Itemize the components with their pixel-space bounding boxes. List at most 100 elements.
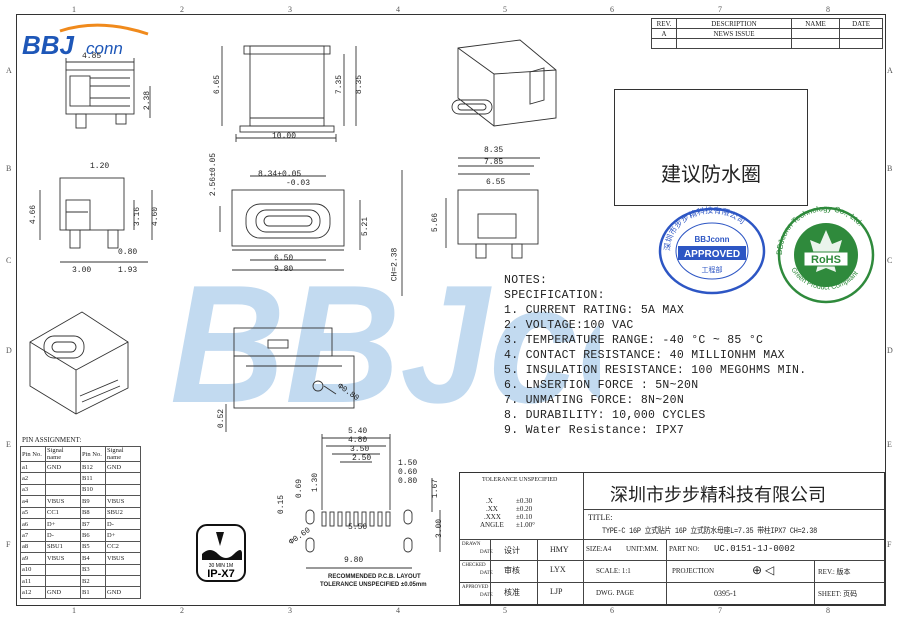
- dim-fp-1-30: 1.30: [311, 472, 321, 493]
- pin-signal: VBUS: [45, 552, 81, 565]
- dim-fp-9-80: 9.80: [344, 556, 364, 565]
- pin-number: B5: [80, 540, 106, 554]
- iso-view-top: [451, 39, 557, 127]
- approved-stamp-center: APPROVED: [684, 249, 740, 260]
- zone-col-7-top: 7: [718, 5, 722, 14]
- approved-label: APPROVED: [462, 585, 489, 590]
- dim-right-mid-5-66: 5.66: [431, 212, 441, 233]
- pin-number: a3: [20, 483, 46, 497]
- projection-icon: ⊕ ◁: [752, 563, 775, 577]
- bottom-view: [225, 327, 355, 432]
- pin-number: a9: [20, 552, 46, 565]
- pin-number: B9: [80, 495, 106, 508]
- pin-signal: D+: [45, 517, 81, 531]
- checked-date: DATE: [480, 571, 493, 576]
- pin-header: Signal name: [105, 446, 141, 462]
- zone-col-2-top: 2: [180, 5, 184, 14]
- dim-side-mid-4-66: 4.66: [29, 204, 39, 225]
- pin-signal: [105, 483, 141, 497]
- footprint-pads: [321, 511, 391, 527]
- side-view-mid: [39, 177, 153, 263]
- pin-signal: VBUS: [45, 495, 81, 508]
- pin-signal: [105, 472, 141, 485]
- checked-cn: 审核: [504, 566, 520, 575]
- sheet-label: SHEET: 页码: [818, 590, 858, 598]
- tol-angle: ANGLE: [480, 521, 504, 529]
- checked-label: CHECKED: [462, 563, 486, 568]
- pin-signal: [105, 574, 141, 588]
- dim-right-mid-6-55: 6.55: [486, 178, 506, 187]
- tol-x: .X: [486, 497, 493, 505]
- zone-row-a-left: A: [6, 66, 12, 75]
- zone-row-f-right: F: [887, 540, 892, 549]
- footprint-caption-1: RECOMMENDED P.C.B. LAYOUT: [328, 574, 421, 580]
- zone-col-7-bottom: 7: [718, 606, 722, 615]
- checked-by: LYX: [550, 565, 566, 574]
- pin-signal: [45, 563, 81, 576]
- approved-date: DATE: [480, 593, 493, 598]
- zone-row-f-left: F: [6, 540, 11, 549]
- spec-line: 1. CURRENT RATING: 5A MAX: [504, 304, 685, 317]
- waterproof-ring-box: 建议防水圈: [614, 89, 808, 206]
- dim-fp-0-80: 0.80: [398, 477, 418, 486]
- approved-stamp-brand: BBJconn: [694, 235, 729, 244]
- projection-label: PROJECTION: [672, 567, 715, 575]
- dim-side-mid-3-00: 3.00: [72, 266, 92, 275]
- dwg-no: 0395-1: [714, 589, 737, 598]
- pin-number: B1: [80, 586, 106, 599]
- ipx7-sub: 30 MIN 1M: [209, 563, 233, 569]
- spec-line: 2. VOLTAGE:100 VAC: [504, 319, 634, 332]
- dim-front-mid-6-50: 6.50: [274, 254, 294, 263]
- company-logo: BBJ conn: [22, 23, 149, 60]
- pin-signal: GND: [45, 460, 81, 474]
- part-no: UC.0151-1J-0002: [714, 544, 796, 554]
- dim-fp-0-60: 0.60: [398, 468, 418, 477]
- front-view-top: [221, 45, 357, 142]
- front-view-mid: [219, 170, 403, 296]
- zone-col-6-top: 6: [610, 5, 614, 14]
- pin-signal: GND: [105, 460, 141, 474]
- pin-number: a11: [20, 574, 46, 588]
- dim-fp-5-40: 5.40: [348, 427, 368, 436]
- zone-row-a-right: A: [887, 66, 893, 75]
- dim-fp-0-69: 0.69: [295, 478, 305, 499]
- pin-number: B12: [80, 460, 106, 474]
- dim-side-mid-1-93: 1.93: [118, 266, 138, 275]
- watermark-text: BBJconn: [170, 262, 600, 412]
- pin-number: a12: [20, 586, 46, 599]
- pin-number: B10: [80, 483, 106, 497]
- zone-row-b-right: B: [887, 164, 893, 173]
- zone-col-4-bottom: 4: [396, 606, 400, 615]
- spec-line: 7. UNMATING FORCE: 8N~20N: [504, 394, 685, 407]
- side-view-top: [65, 58, 151, 129]
- notes-heading: NOTES:: [504, 274, 548, 287]
- zone-col-2-bottom: 2: [180, 606, 184, 615]
- spec-heading: SPECIFICATION:: [504, 289, 605, 302]
- pin-number: a10: [20, 563, 46, 576]
- company-name: 深圳市步步精科技有限公司: [610, 485, 826, 505]
- dim-side-mid-3-16: 3.16: [133, 206, 143, 227]
- drawing-frame: [16, 14, 886, 606]
- drawing-title: TYPE-C 16P 立式贴片 16P 立式防水母座L=7.35 带柱IPX7 …: [602, 527, 817, 536]
- pin-number: B7: [80, 517, 106, 531]
- dim-side-mid-4-60: 4.60: [151, 206, 161, 227]
- tol-x-val: ±0.30: [516, 497, 533, 505]
- pin-number: a5: [20, 506, 46, 519]
- dim-front-top-7-35: 7.35: [335, 74, 345, 95]
- pin-signal: CC1: [45, 506, 81, 519]
- dim-bottom-0-52: 0.52: [217, 408, 227, 429]
- dim-fp-1-67: 1.67: [431, 478, 441, 499]
- pin-table-title: PIN ASSIGNMENT:: [22, 436, 82, 444]
- revision-table: REV. DESCRIPTION NAME DATE A NEWS ISSUE: [651, 18, 883, 49]
- unit: UNIT:MM.: [626, 545, 659, 553]
- logo-swoosh: [59, 23, 149, 36]
- zone-col-5-bottom: 5: [503, 606, 507, 615]
- pin-signal: [45, 472, 81, 485]
- iso-view-mid: [29, 311, 129, 415]
- pin-signal: GND: [45, 586, 81, 599]
- approved-by: LJP: [550, 587, 563, 596]
